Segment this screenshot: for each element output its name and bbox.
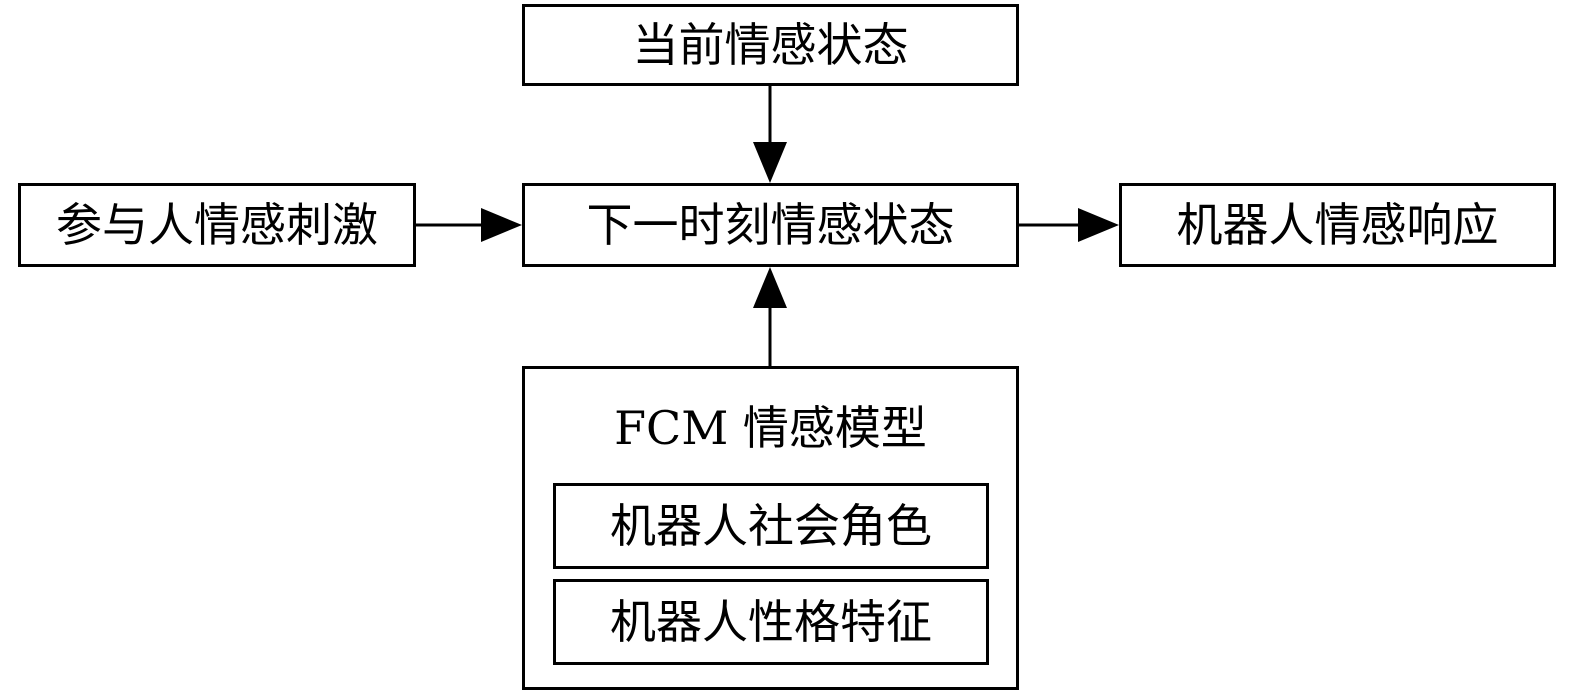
arrow-stimulus-to-next <box>416 208 522 242</box>
robot-response-box: 机器人情感响应 <box>1119 183 1556 267</box>
robot-social-role-box: 机器人社会角色 <box>553 483 989 569</box>
robot-response-label: 机器人情感响应 <box>1176 198 1499 252</box>
robot-personality-label: 机器人性格特征 <box>610 595 932 649</box>
fcm-model-box: FCM 情感模型 机器人社会角色 机器人性格特征 <box>522 366 1019 690</box>
next-emotion-state-box: 下一时刻情感状态 <box>522 183 1019 267</box>
current-emotion-state-box: 当前情感状态 <box>522 4 1019 86</box>
participant-stimulus-box: 参与人情感刺激 <box>18 183 416 267</box>
next-emotion-state-label: 下一时刻情感状态 <box>586 198 955 252</box>
robot-personality-box: 机器人性格特征 <box>553 579 989 665</box>
arrow-current-to-next <box>753 86 787 183</box>
robot-social-role-label: 机器人社会角色 <box>610 499 932 553</box>
fcm-model-title: FCM 情感模型 <box>614 401 927 455</box>
current-emotion-state-label: 当前情感状态 <box>632 18 909 72</box>
arrow-next-to-response <box>1019 208 1119 242</box>
participant-stimulus-label: 参与人情感刺激 <box>56 198 378 252</box>
arrow-fcm-to-next <box>753 267 787 366</box>
